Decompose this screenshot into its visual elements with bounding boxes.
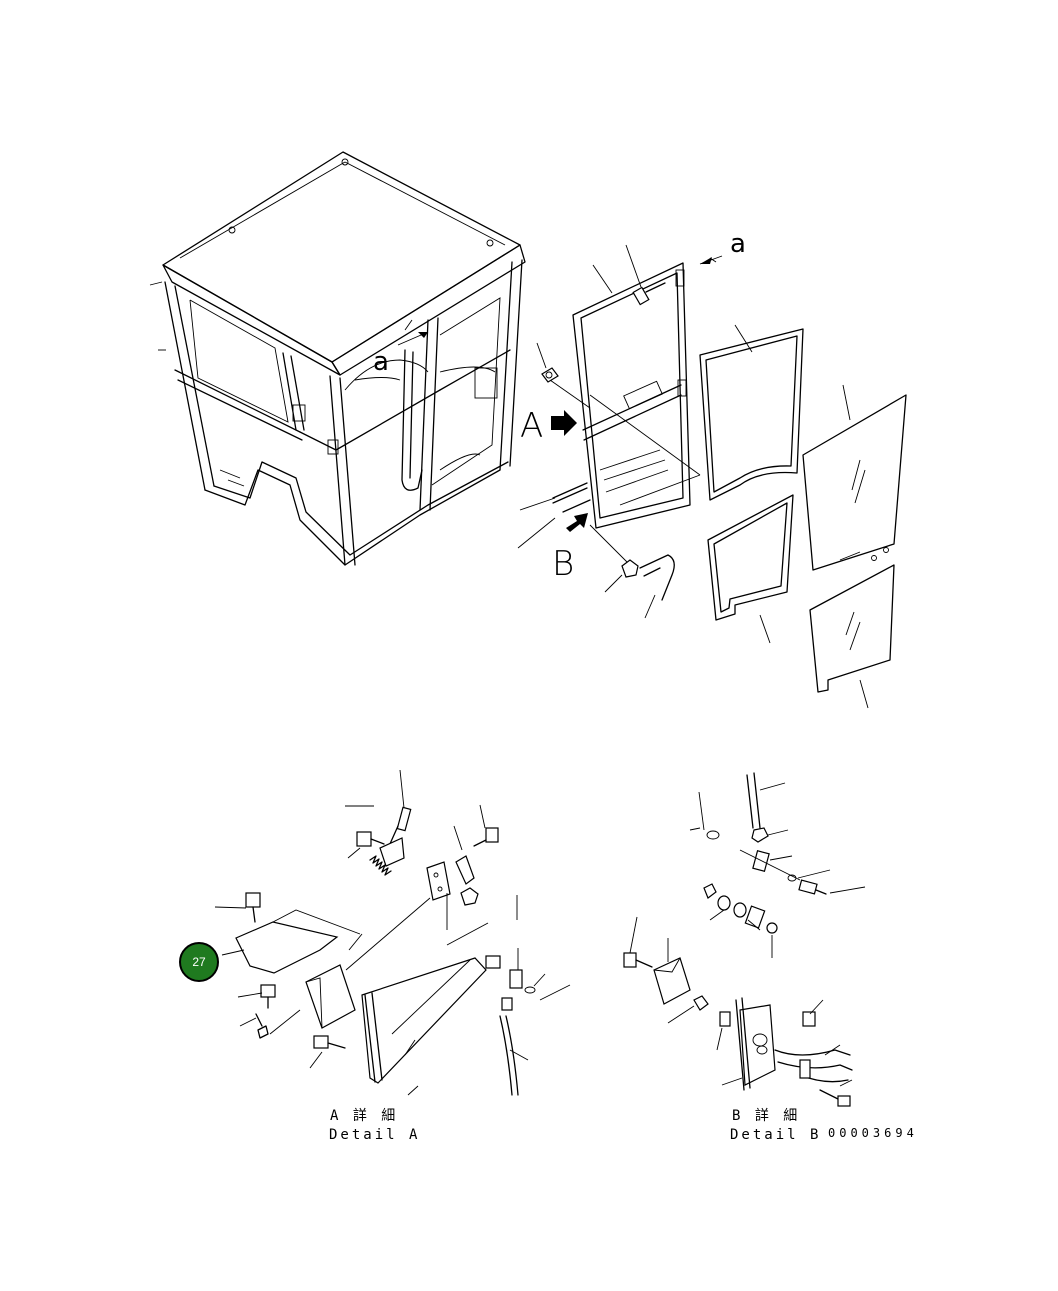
cab-assembly (149, 151, 526, 566)
detail-b-caption-jp: B 詳 細 (732, 1108, 800, 1124)
detail-a-caption-en: Detail A (329, 1127, 420, 1143)
window-seal-lower (707, 494, 794, 621)
view-b-arrow (566, 513, 588, 532)
detail-b-caption-en: Detail B (730, 1127, 821, 1143)
detail-b-parts (623, 772, 866, 1107)
door-small-parts (541, 367, 675, 601)
callout-27[interactable]: 27 (179, 942, 219, 982)
detail-a-caption-jp: A 詳 細 (330, 1108, 398, 1124)
window-seal-upper (699, 328, 804, 501)
glass-upper (802, 394, 907, 571)
glass-lower (809, 564, 895, 693)
callout-27-circle[interactable] (179, 942, 219, 982)
view-a-arrow (551, 410, 577, 436)
ref-a-arrow (699, 255, 723, 265)
view-b-label: B (552, 544, 574, 584)
detail-a-parts (214, 769, 571, 1096)
leader-lines-top (517, 244, 869, 709)
drawing-number: 00003694 (828, 1126, 918, 1140)
view-a-label: A (520, 406, 543, 446)
cab-ref-a-label: a (373, 347, 389, 377)
callout-27-number[interactable]: 27 (192, 955, 206, 969)
door-frame (549, 262, 701, 566)
door-ref-a-label: a (730, 229, 746, 259)
